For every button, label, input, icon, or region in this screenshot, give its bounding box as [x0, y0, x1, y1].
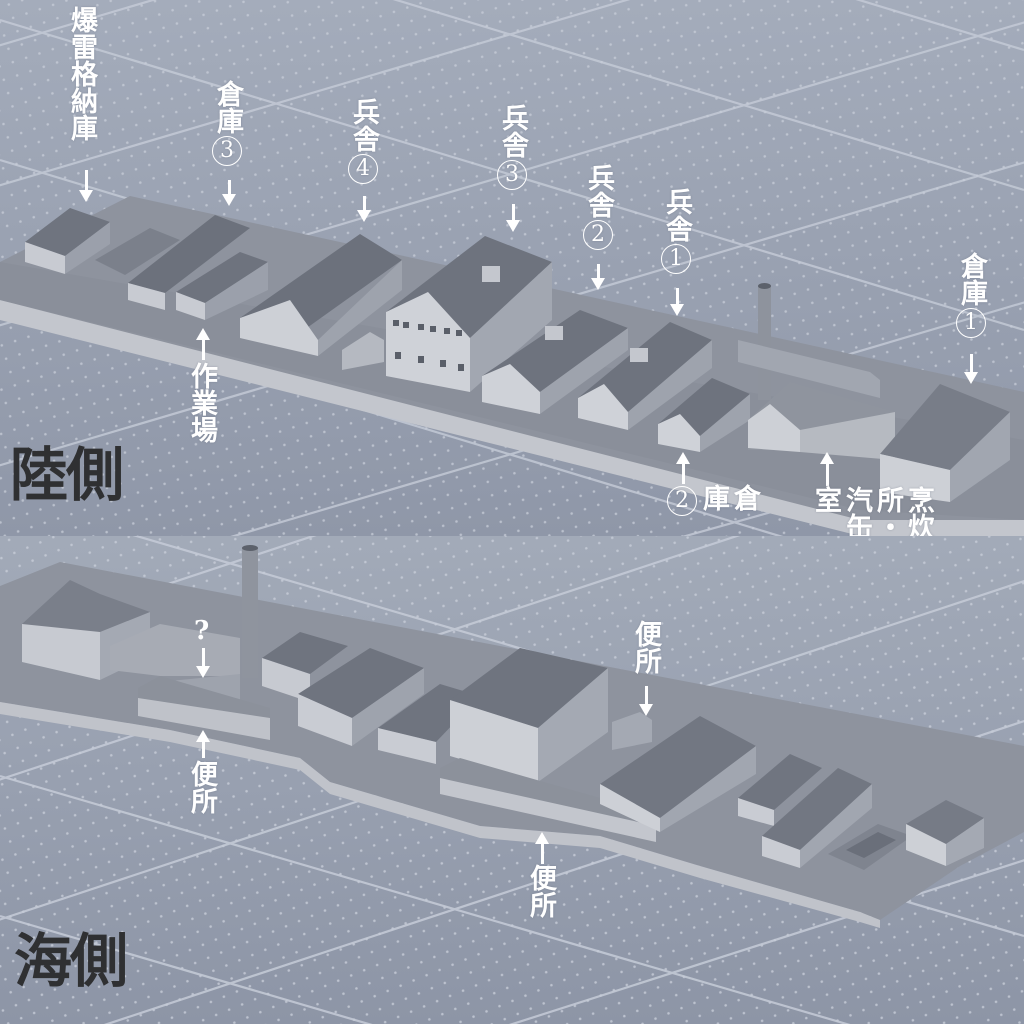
label-barracks-4: 兵舎4 — [348, 98, 379, 186]
label-warehouse-3: 倉庫3 — [212, 80, 243, 168]
circled-number: 2 — [667, 486, 697, 516]
depth-charge-storage-model — [25, 208, 180, 275]
warehouse-3-model — [738, 754, 872, 868]
arrow-depth-charge-storage — [79, 170, 93, 202]
barracks-1-model — [298, 648, 424, 746]
warehouse-3-model — [128, 215, 268, 320]
arrow-barracks-4 — [357, 196, 371, 222]
circled-number: 3 — [497, 160, 527, 190]
label-barracks-1: 兵舎1 — [661, 188, 692, 276]
arrow-galley-boiler — [820, 452, 834, 486]
label-warehouse-2: 倉庫2 — [667, 484, 760, 536]
circled-number: 1 — [661, 244, 691, 274]
barracks-4-model — [240, 234, 402, 370]
land-side-title: 陸側 — [10, 441, 124, 509]
label-galley-boiler: 烹炊所・汽缶室 — [810, 486, 934, 536]
barracks-3-model — [450, 648, 608, 782]
warehouse-1-model — [880, 384, 1010, 502]
barracks-1-model — [578, 322, 712, 430]
label-warehouse-1-text: 倉庫 — [956, 252, 987, 306]
latrine-left-model — [138, 676, 270, 740]
label-warehouse-2-text: 倉庫 — [698, 484, 760, 511]
sea-side-buildings — [22, 545, 984, 870]
latrine-bottom-model — [440, 758, 656, 842]
arrow-latrine-bottom — [535, 832, 549, 864]
arrow-barracks-3 — [506, 204, 520, 232]
label-latrine-left: 便所 — [186, 760, 217, 814]
arrow-warehouse-2 — [676, 452, 690, 484]
label-barracks-2-text: 兵舎 — [583, 164, 614, 218]
circled-number: 1 — [956, 308, 986, 338]
sea-side-photo: ? 便所 便所 便所 海側 — [0, 536, 1024, 1024]
galley-boiler-model — [738, 283, 895, 460]
label-barracks-3-text: 兵舎 — [497, 104, 528, 158]
arrow-barracks-1 — [670, 288, 684, 316]
label-depth-charge-storage: 爆雷格納庫 — [66, 6, 97, 141]
arrow-workshop — [196, 328, 210, 360]
circled-number: 2 — [583, 220, 613, 250]
barracks-2-model — [482, 310, 628, 414]
arrow-unknown-building — [196, 648, 210, 678]
label-barracks-2: 兵舎2 — [583, 164, 614, 252]
circled-number: 4 — [348, 154, 378, 184]
label-barracks-4-text: 兵舎 — [348, 98, 379, 152]
arrow-warehouse-1 — [964, 354, 978, 384]
land-side-photo: 爆雷格納庫 倉庫3 兵舎4 兵舎3 兵舎2 兵舎1 倉庫1 作業場 倉庫2 烹炊… — [0, 0, 1024, 536]
warehouse-2-model — [262, 632, 348, 702]
label-warehouse-3-text: 倉庫 — [212, 80, 243, 134]
latrine-top-model — [612, 712, 652, 750]
land-side-buildings — [25, 208, 1010, 502]
label-barracks-1-text: 兵舎 — [661, 188, 692, 242]
depth-charge-storage-model — [828, 800, 984, 870]
label-workshop: 作業場 — [186, 362, 217, 443]
barracks-3-model — [386, 236, 552, 392]
arrow-warehouse-3 — [222, 180, 236, 206]
label-unknown-building: ? — [194, 616, 210, 646]
arrow-latrine-top — [639, 686, 653, 716]
circled-number: 3 — [212, 136, 242, 166]
barracks-4-model — [600, 716, 756, 832]
arrow-barracks-2 — [591, 264, 605, 290]
warehouse-2-model — [658, 378, 750, 452]
label-warehouse-1: 倉庫1 — [956, 252, 987, 340]
arrow-latrine-left — [196, 730, 210, 758]
sea-side-title: 海側 — [14, 927, 128, 995]
label-latrine-bottom: 便所 — [525, 864, 556, 918]
label-barracks-3: 兵舎3 — [497, 104, 528, 192]
label-latrine-top: 便所 — [630, 620, 661, 674]
